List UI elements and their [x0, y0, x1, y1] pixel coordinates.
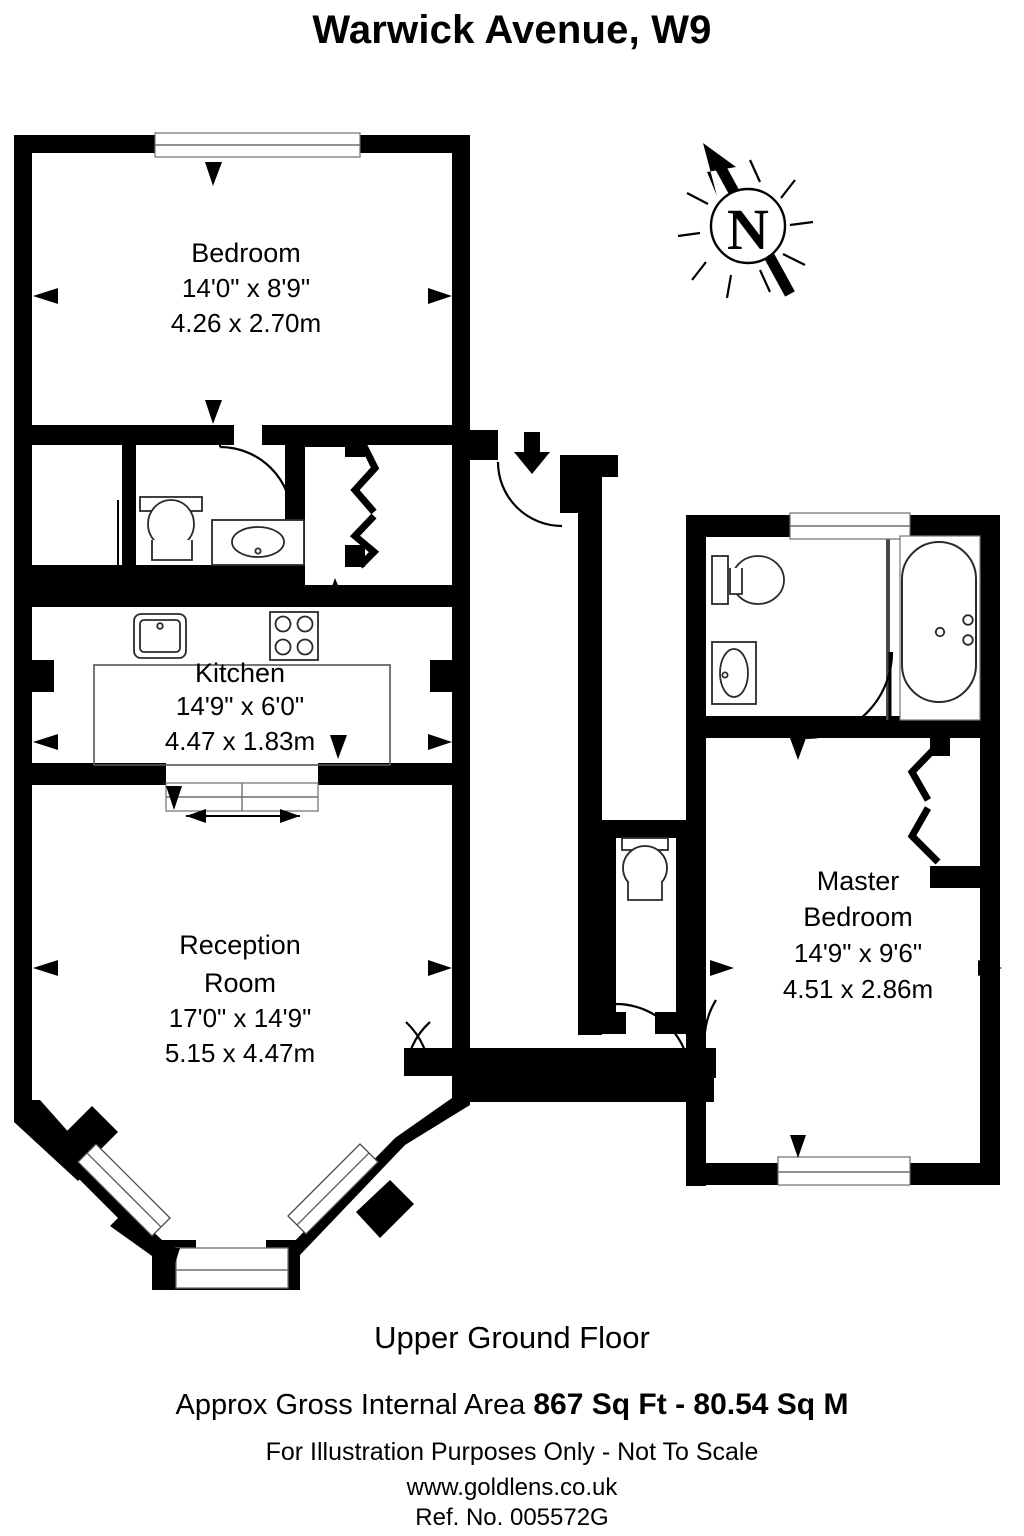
- room-label-bedroom: Bedroom 14'0" x 8'9" 4.26 x 2.70m: [171, 238, 321, 338]
- fixtures-right-bathroom: [711, 535, 981, 721]
- wall-structure: [14, 135, 1000, 1290]
- page-title: Warwick Avenue, W9: [312, 8, 712, 52]
- door-master-bedroom: [703, 999, 717, 1079]
- window-bathroom-north: [789, 512, 911, 540]
- door-wc: [615, 1002, 692, 1079]
- svg-text:4.51 x 2.86m: 4.51 x 2.86m: [783, 974, 933, 1004]
- bifold-hall-cupboard-lower: [349, 513, 380, 569]
- door-bedroom: [219, 445, 294, 520]
- kitchen-worktop: [93, 664, 391, 766]
- bifold-wardrobe-lower: [907, 806, 941, 865]
- room-label-master-bedroom: Master Bedroom 14'9" x 9'6" 4.51 x 2.86m: [783, 866, 933, 1004]
- sink-icon: [133, 613, 187, 659]
- window-bedroom-north: [154, 132, 361, 158]
- fixtures-kitchen: [93, 611, 391, 766]
- svg-text:Kitchen: Kitchen: [195, 658, 285, 688]
- svg-text:5.15 x 4.47m: 5.15 x 4.47m: [165, 1038, 315, 1068]
- svg-text:Master: Master: [817, 866, 900, 896]
- bathroom-cistern-icon: [711, 555, 729, 605]
- website-link[interactable]: www.goldlens.co.uk: [406, 1474, 618, 1501]
- basin-icon: [231, 526, 285, 558]
- bifold-hall-cupboard-upper: [350, 442, 380, 515]
- svg-text:14'9" x 9'6": 14'9" x 9'6": [794, 938, 922, 968]
- illustration-disclaimer: For Illustration Purposes Only - Not To …: [265, 1438, 759, 1466]
- window-kitchen-south: [165, 782, 319, 812]
- bathtub-icon: [899, 535, 981, 721]
- fixtures-left-bathroom: [139, 496, 305, 566]
- compass-north-label: N: [727, 197, 769, 262]
- bathroom-basin-icon: [719, 648, 749, 698]
- hob-icon: [269, 611, 319, 661]
- door-reception: [405, 1021, 432, 1077]
- svg-text:Room: Room: [204, 968, 276, 998]
- room-label-reception-room: Reception Room 17'0" x 14'9" 5.15 x 4.47…: [165, 930, 315, 1068]
- room-labels: Bedroom 14'0" x 8'9" 4.26 x 2.70m Kitche…: [165, 238, 933, 1068]
- direction-arrows: [33, 162, 1002, 1270]
- fixtures-wc-cubicle: [621, 837, 669, 901]
- window-master-south: [777, 1156, 911, 1186]
- svg-text:14'0" x 8'9": 14'0" x 8'9": [182, 273, 310, 303]
- svg-text:17'0" x 14'9": 17'0" x 14'9": [169, 1003, 312, 1033]
- area-value: 867 Sq Ft - 80.54 Sq M: [533, 1388, 849, 1421]
- svg-text:Reception: Reception: [179, 930, 301, 960]
- floor-label: Upper Ground Floor: [374, 1320, 650, 1355]
- svg-text:14'9" x 6'0": 14'9" x 6'0": [176, 691, 304, 721]
- svg-text:Bedroom: Bedroom: [191, 238, 301, 268]
- bifold-doors: [349, 442, 941, 865]
- area-line: Approx Gross Internal Area 867 Sq Ft - 8…: [0, 1388, 1024, 1422]
- door-entrance: [496, 461, 563, 528]
- svg-text:Bedroom: Bedroom: [803, 902, 913, 932]
- dimension-line-kitchen: [186, 809, 300, 823]
- bifold-wardrobe-upper: [907, 742, 941, 802]
- reference-number: Ref. No. 005572G: [415, 1504, 609, 1531]
- room-label-kitchen: Kitchen 14'9" x 6'0" 4.47 x 1.83m: [165, 658, 315, 756]
- area-prefix: Approx Gross Internal Area: [175, 1389, 534, 1421]
- svg-text:4.47 x 1.83m: 4.47 x 1.83m: [165, 726, 315, 756]
- compass-rose: N: [677, 143, 814, 299]
- window-bay-reception: [77, 1143, 379, 1289]
- windows: [77, 132, 911, 1289]
- left-bathroom-openings: [117, 442, 134, 575]
- doors: [117, 442, 894, 1079]
- svg-text:4.26 x 2.70m: 4.26 x 2.70m: [171, 308, 321, 338]
